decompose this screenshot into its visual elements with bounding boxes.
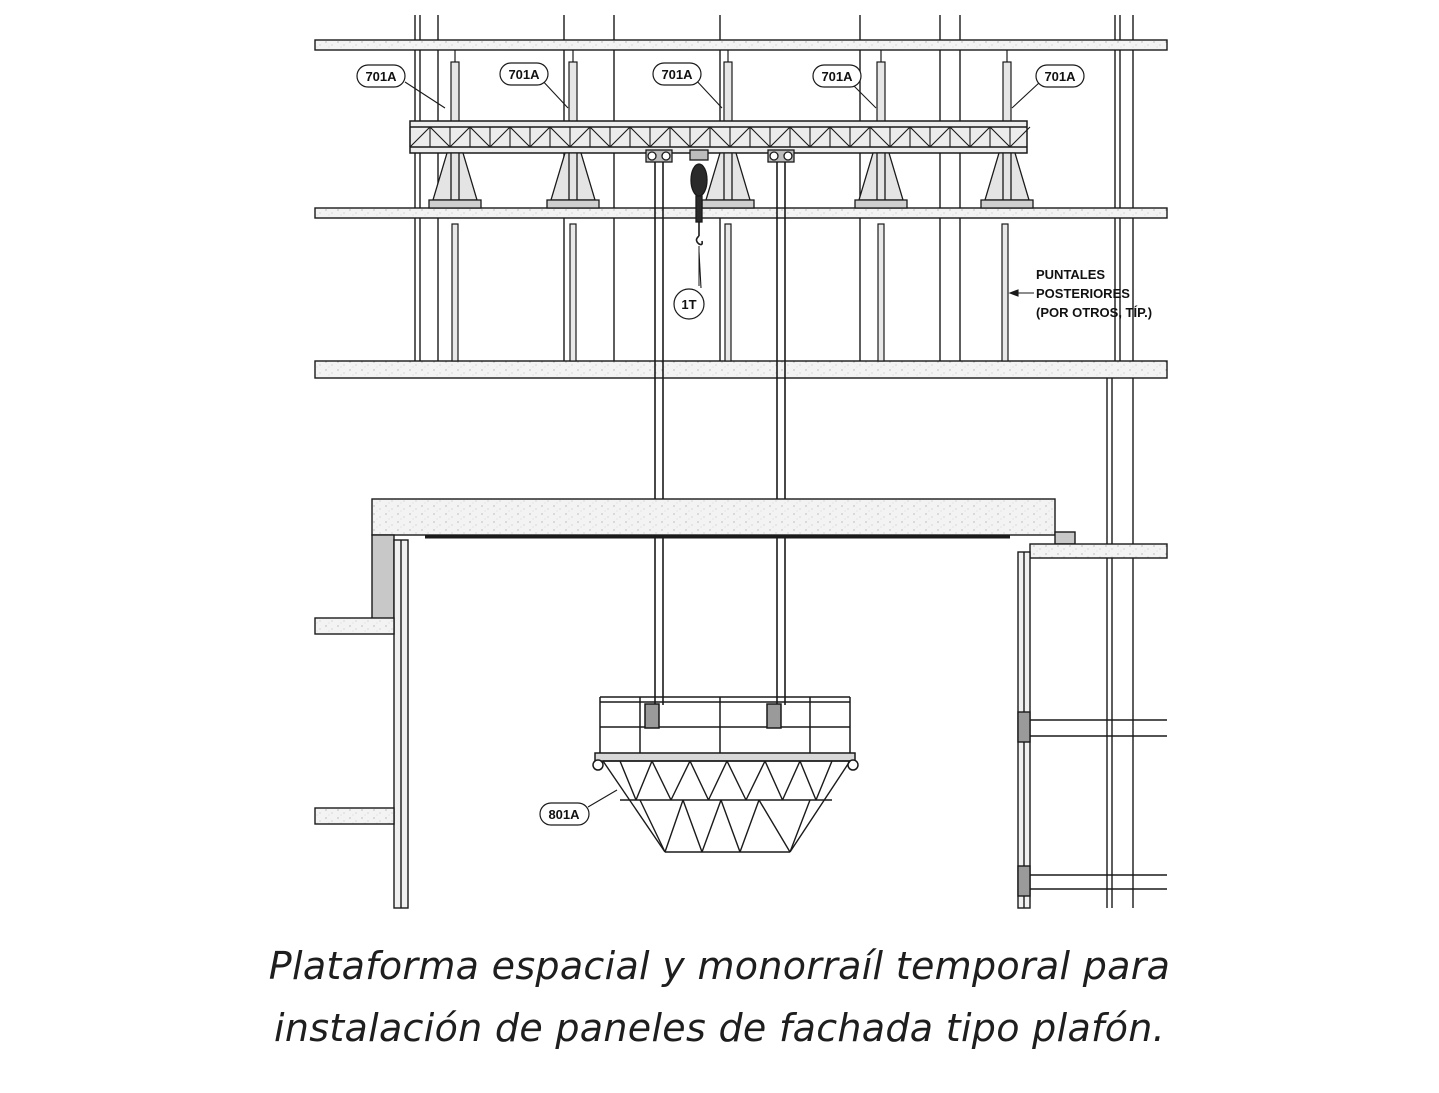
svg-text:801A: 801A (548, 807, 580, 822)
trolleys (645, 149, 795, 163)
space-platform (592, 696, 859, 853)
svg-text:(POR OTROS, TÍP.): (POR OTROS, TÍP.) (1036, 305, 1152, 320)
caption-line-2: instalación de paneles de fachada tipo p… (273, 1006, 1166, 1050)
middle-slab (314, 360, 1168, 379)
svg-text:POSTERIORES: POSTERIORES (1036, 286, 1130, 301)
callout-701a-2: 701A (499, 62, 549, 86)
svg-text:701A: 701A (821, 69, 853, 84)
callout-701a-1: 701A (356, 64, 406, 88)
suspension-cables (654, 162, 786, 705)
hanger-rods (450, 50, 1012, 123)
left-column (371, 534, 395, 620)
caption-line-1: Plataforma espacial y monorraíl temporal… (268, 944, 1171, 988)
svg-text:701A: 701A (508, 67, 540, 82)
roof-slab (314, 39, 1168, 51)
shores-note: PUNTALES POSTERIORES (POR OTROS, TÍP.) (1036, 267, 1152, 320)
left-floor-upper (314, 617, 395, 635)
callout-801a-platform: 801A (539, 802, 590, 826)
svg-text:701A: 701A (365, 69, 397, 84)
callout-1t-hoist: 1T (673, 288, 705, 320)
canopy-slab (371, 498, 1056, 536)
callout-701a-3: 701A (652, 62, 702, 86)
callout-leaders (404, 77, 1041, 808)
monorail-truss (409, 120, 1031, 154)
back-shores (451, 223, 1009, 362)
left-floor-lower (314, 807, 395, 825)
lower-building (314, 378, 1168, 909)
svg-text:701A: 701A (661, 67, 693, 82)
floor-slabs (314, 39, 1168, 379)
svg-text:701A: 701A (1044, 69, 1076, 84)
callout-701a-5: 701A (1035, 64, 1085, 88)
right-floor-upper (1029, 543, 1168, 559)
chain-hoist (689, 149, 709, 286)
svg-text:PUNTALES: PUNTALES (1036, 267, 1105, 282)
figure-caption: Plataforma espacial y monorraíl temporal… (0, 935, 1439, 1059)
upper-slab (314, 207, 1168, 219)
truss-supports (428, 152, 1034, 209)
callout-701a-4: 701A (812, 64, 862, 88)
svg-text:1T: 1T (681, 297, 696, 312)
